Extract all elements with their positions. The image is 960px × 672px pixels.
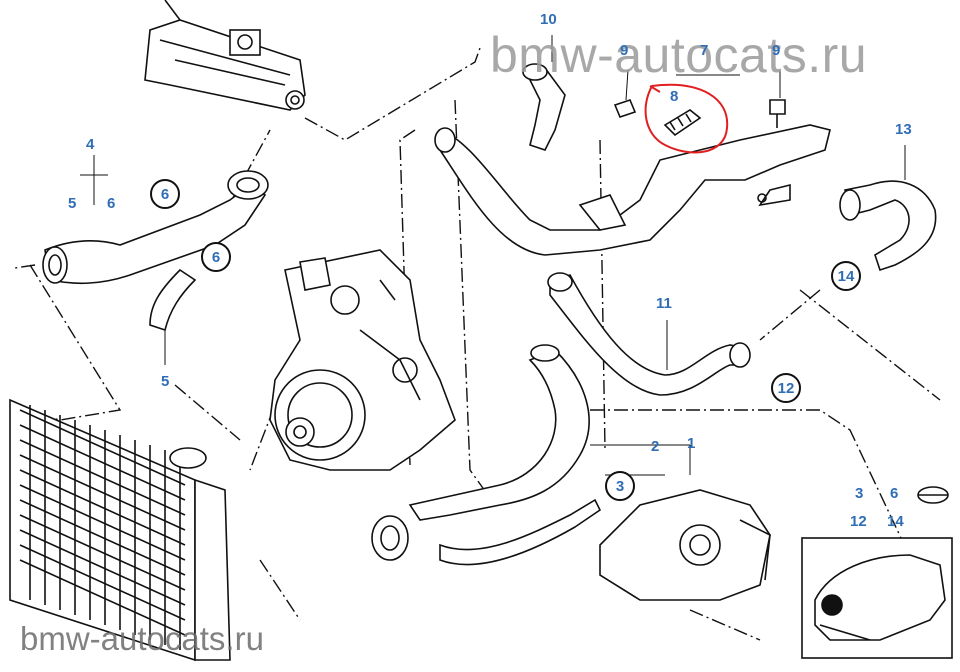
radiator (9, 398, 231, 662)
callout-1: 1 (687, 435, 696, 452)
callout-4: 4 (86, 136, 95, 153)
callout-7: 7 (700, 42, 709, 59)
circled-callout-6-lower: 6 (201, 242, 231, 272)
hose-1-lower (371, 344, 590, 561)
bolt-left (613, 99, 637, 118)
circled-callout-14: 14 (831, 261, 861, 291)
circled-callout-3: 3 (605, 471, 635, 501)
housing-lower-right (599, 489, 771, 601)
callout-5-lower: 5 (161, 373, 170, 390)
callout-5-left: 5 (68, 195, 77, 212)
part-8-fitting (663, 109, 702, 137)
hose-13 (839, 180, 937, 272)
highlight-circle (644, 83, 729, 154)
circled-callout-6-upper: 6 (150, 179, 180, 209)
callout-9-left: 9 (620, 42, 629, 59)
hose-2-thin (439, 498, 602, 566)
inset-label-3: 3 (855, 485, 864, 502)
inset-label-14: 14 (887, 513, 904, 530)
hose-5-6-upper-left (42, 170, 269, 332)
callout-9-right: 9 (772, 42, 781, 59)
watermark-top: bmw-autocats.ru (490, 27, 868, 83)
leader-lines (80, 35, 906, 476)
circled-callout-12: 12 (771, 373, 801, 403)
watermark-bottom: bmw-autocats.ru (20, 620, 264, 657)
hose-10 (522, 63, 566, 151)
callout-11: 11 (656, 295, 672, 312)
callout-8: 8 (670, 88, 679, 105)
water-pump (269, 249, 456, 471)
inset-label-6: 6 (890, 485, 899, 502)
callout-13: 13 (895, 121, 912, 138)
hose-upper-middle (434, 124, 831, 256)
inset-car-box (801, 486, 953, 659)
hose-11 (547, 272, 751, 396)
thermostat-housing (144, 0, 306, 111)
callout-2: 2 (651, 438, 660, 455)
inset-label-12: 12 (850, 513, 867, 530)
callout-10: 10 (540, 11, 557, 28)
bolt-right (769, 99, 786, 128)
callout-6-left: 6 (107, 195, 116, 212)
